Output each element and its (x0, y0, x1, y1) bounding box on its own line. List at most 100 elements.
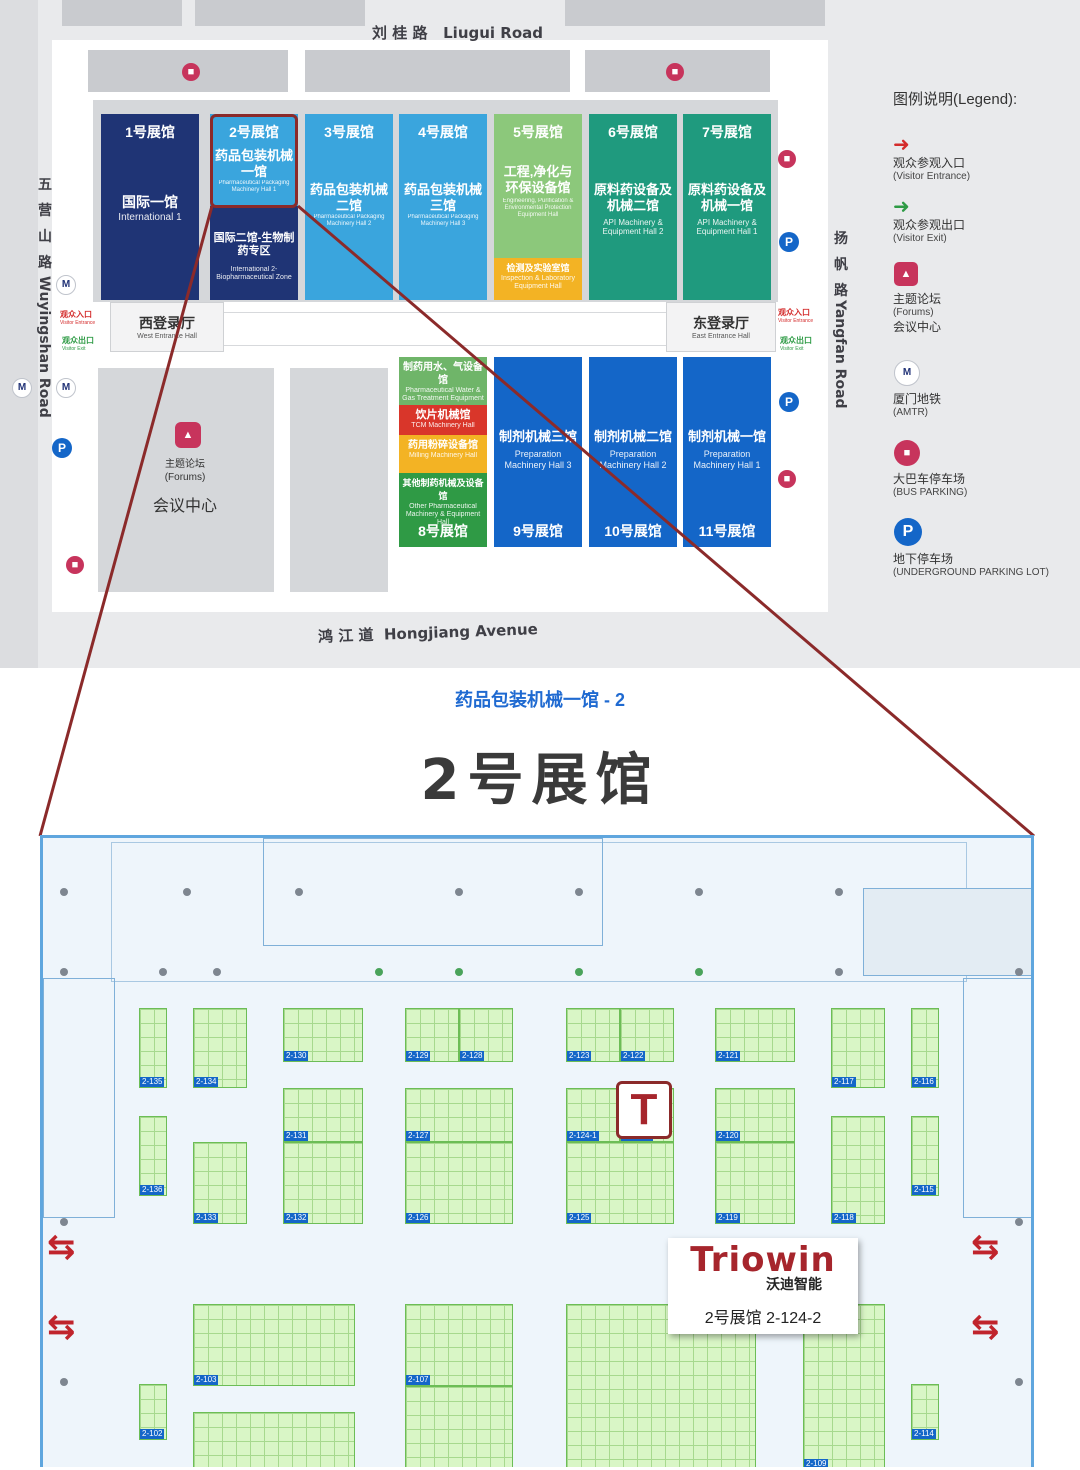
booth[interactable]: 2-115 (911, 1116, 939, 1196)
exhibitor-callout: Triowin 沃迪智能 2号展馆 2-124-2 (668, 1238, 858, 1334)
exit-arrow-icon: ⇆ (47, 1308, 76, 1346)
column (213, 968, 221, 976)
bus-icon: ■ (778, 150, 796, 168)
hall-11[interactable]: 制剂机械一馆 Preparation Machinery Hall 1 11号展… (683, 357, 771, 547)
bus-icon: ■ (666, 63, 684, 81)
column (60, 968, 68, 976)
metro-icon: M (894, 360, 920, 386)
hall-1[interactable]: 1号展馆 国际一馆 International 1 (101, 114, 199, 300)
booth[interactable]: 2-128 (459, 1008, 513, 1062)
column (695, 968, 703, 976)
green-arrow-icon: ➜ (893, 196, 910, 218)
exit-arrow-icon: ⇆ (971, 1308, 1000, 1346)
booth[interactable]: 2-118 (831, 1116, 885, 1224)
column (575, 968, 583, 976)
legend-metro: 厦门地铁(AMTR) (893, 392, 942, 418)
parking-icon: P (894, 518, 922, 546)
east-restroom (963, 978, 1031, 1218)
booth[interactable]: 2-119 (715, 1142, 795, 1224)
hall-5[interactable]: 5号展馆 工程,净化与环保设备馆 Engineering, Purificati… (494, 114, 582, 300)
red-arrow-icon: ➜ (893, 134, 910, 156)
hall-8[interactable]: 制药用水、气设备馆 Pharmaceutical Water & Gas Tre… (399, 357, 487, 547)
column (455, 888, 463, 896)
column (183, 888, 191, 896)
bus-icon: ■ (894, 440, 920, 466)
triowin-booth-highlight[interactable]: T (616, 1081, 672, 1139)
booth[interactable]: 2-127 (405, 1088, 513, 1142)
forum-icon: ▲ (894, 262, 918, 286)
parking-icon: P (52, 438, 72, 458)
column (60, 1378, 68, 1386)
column (835, 968, 843, 976)
booth[interactable]: 2-122 (620, 1008, 674, 1062)
legend-bus-parking: 大巴车停车场(BUS PARKING) (893, 472, 968, 498)
booth[interactable]: 2-129 (405, 1008, 459, 1062)
hall-2-international-zone: 国际二馆-生物制药专区 International 2-Biopharmaceu… (210, 206, 298, 300)
brand-name-cn: 沃迪智能 (766, 1276, 822, 1292)
booth[interactable]: 2-123 (566, 1008, 620, 1062)
north-block-1 (62, 0, 182, 26)
column (695, 888, 703, 896)
forum-icon: ▲ (175, 422, 201, 448)
east-entrance-hall[interactable]: 东登录厅 East Entrance Hall (666, 302, 776, 352)
booth[interactable]: 2-130 (283, 1008, 363, 1062)
hall-5-lab-zone: 检测及实验室馆 Inspection & Laboratory Equipmen… (494, 258, 582, 300)
west-entrance-hall[interactable]: 西登录厅 West Entrance Hall (110, 302, 224, 352)
booth[interactable]: 2-121 (715, 1008, 795, 1062)
exit-arrow-icon: ⇆ (47, 1228, 76, 1266)
hall-4[interactable]: 4号展馆 药品包装机械三馆 Pharmaceutical Packaging M… (399, 114, 487, 300)
metro-icon: M (56, 378, 76, 398)
column (60, 1218, 68, 1226)
west-road-area (0, 0, 38, 668)
booth[interactable]: 2-107 (405, 1304, 513, 1386)
west-road-cn: 五营山路 (38, 177, 52, 271)
hall-9[interactable]: 制剂机械三馆 Preparation Machinery Hall 3 9号展馆 (494, 357, 582, 547)
booth[interactable]: 2-116 (911, 1008, 939, 1088)
hall-6[interactable]: 6号展馆 原料药设备及机械二馆 API Machinery & Equipmen… (589, 114, 677, 300)
booth-location: 2号展馆 2-124-2 (704, 1310, 822, 1327)
hall-8-other-zone: 其他制药机械及设备馆 Other Pharmaceutical Machiner… (399, 473, 487, 525)
booth[interactable]: 2-125 (566, 1142, 674, 1224)
plan-title: 2号展馆 (420, 748, 660, 813)
booth[interactable]: 2-120 (715, 1088, 795, 1142)
booth[interactable]: 2-117 (831, 1008, 885, 1088)
column (60, 888, 68, 896)
site-map: 刘 桂 路 Liugui Road 鸿 江 道 Hongjiang Avenue… (0, 0, 1080, 668)
booth[interactable]: 2-103 (193, 1304, 355, 1386)
booth[interactable] (193, 1412, 355, 1467)
column (575, 888, 583, 896)
legend-visitor-entrance: 观众参观入口(Visitor Entrance) (893, 156, 971, 182)
service-room (263, 838, 603, 946)
booth[interactable]: 2-131 (283, 1088, 363, 1142)
hall-2-floor-plan: 2-135 2-134 2-130 2-129 2-128 2-123 2-12… (40, 835, 1034, 1467)
forum-label: 主题论坛(Forums) (164, 459, 206, 483)
column (1015, 1378, 1023, 1386)
central-corridor (140, 312, 700, 346)
north-block-3 (565, 0, 825, 26)
hall-10[interactable]: 制剂机械二馆 Preparation Machinery Hall 2 10号展… (589, 357, 677, 547)
booth[interactable]: 2-134 (193, 1008, 247, 1088)
metro-icon: M (12, 378, 32, 398)
booth[interactable]: 2-136 (139, 1116, 167, 1196)
booth[interactable]: 2-132 (283, 1142, 363, 1224)
booth[interactable]: 2-102 (139, 1384, 167, 1440)
column (1015, 1218, 1023, 1226)
booth[interactable]: 2-124-1 (566, 1088, 620, 1142)
hall-3[interactable]: 3号展馆 药品包装机械二馆 Pharmaceutical Packaging M… (305, 114, 393, 300)
booth[interactable]: 2-135 (139, 1008, 167, 1088)
service-room (863, 888, 1031, 976)
column (835, 888, 843, 896)
booth[interactable]: 2-133 (193, 1142, 247, 1224)
hall-8-water-gas-zone: 制药用水、气设备馆 Pharmaceutical Water & Gas Tre… (399, 357, 487, 405)
booth[interactable]: 2-114 (911, 1384, 939, 1440)
booth[interactable] (405, 1386, 513, 1467)
booth[interactable]: 2-126 (405, 1142, 513, 1224)
hall-7[interactable]: 7号展馆 原料药设备及机械一馆 API Machinery & Equipmen… (683, 114, 771, 300)
parking-icon: P (779, 232, 799, 252)
conference-center-label: 会议中心 (152, 498, 217, 515)
metro-icon: M (56, 275, 76, 295)
hall-8-tcm-zone: 饮片机械馆 TCM Machinery Hall (399, 405, 487, 435)
